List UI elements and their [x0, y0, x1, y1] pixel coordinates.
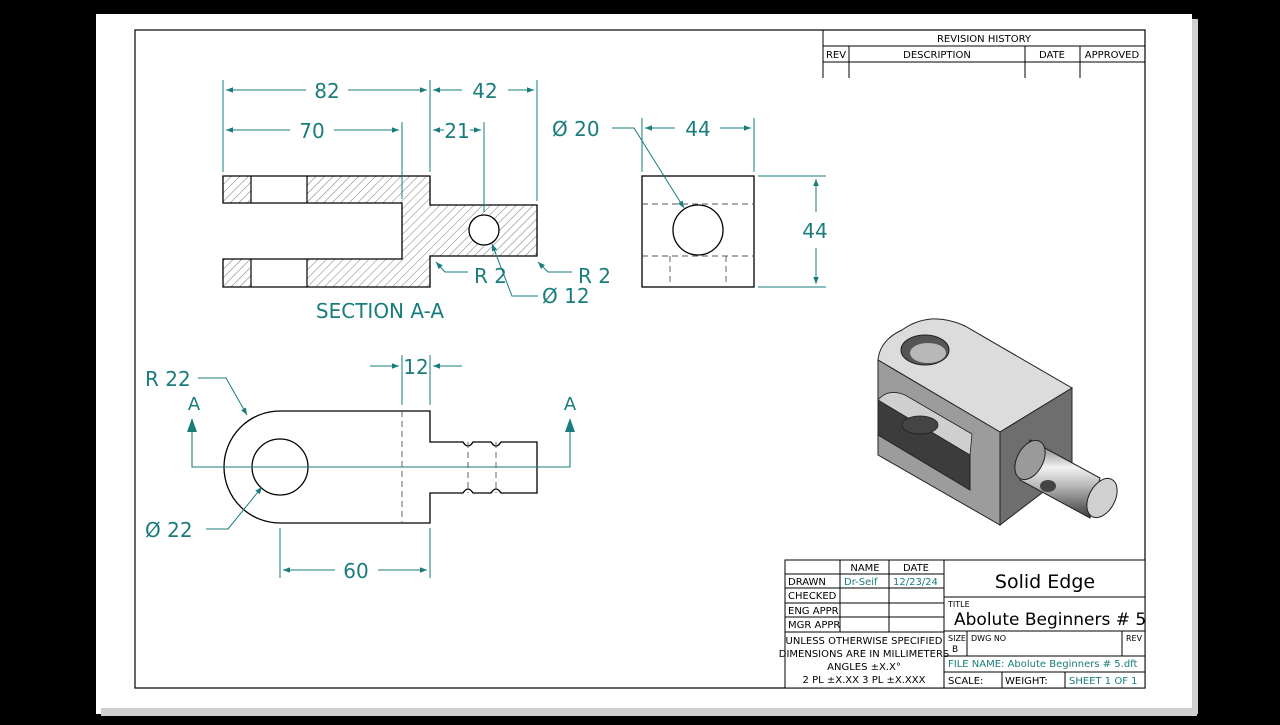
drawing-border: [134, 29, 1146, 689]
rev-header: REV: [826, 50, 846, 61]
tb-name-header: NAME: [850, 563, 879, 574]
description-header: DESCRIPTION: [903, 50, 971, 61]
tb-dwg-no-label: DWG NO: [971, 634, 1006, 643]
end-view-hole: [672, 204, 724, 256]
section-view: 82 42 70 21 R 2 R 2 Ø 12 SECTION A-A: [222, 79, 611, 323]
dim-eye-radius: R 22: [145, 367, 191, 391]
tb-size-value: B: [952, 645, 958, 655]
tb-note-1: UNLESS OTHERWISE SPECIFIED: [786, 636, 943, 647]
tb-drawn-name: Dr-Seif: [844, 577, 878, 588]
tb-rev-label: REV: [1126, 634, 1143, 643]
section-mark-right: A: [564, 394, 577, 415]
tb-note-2: DIMENSIONS ARE IN MILLIMETERS: [779, 649, 949, 660]
end-view: 44 44 Ø 20: [552, 117, 828, 288]
tb-checked-label: CHECKED: [788, 591, 837, 602]
tb-size-label: SIZE: [948, 634, 966, 643]
top-view: A A 12 60 R 22 Ø 22: [145, 355, 577, 583]
section-outline: [222, 175, 538, 288]
tb-title-label: TITLE: [947, 600, 970, 609]
dim-shank-length: 42: [472, 79, 497, 103]
tb-sheet: SHEET 1 OF 1: [1069, 676, 1138, 687]
dim-slot-depth: 70: [299, 119, 324, 143]
tb-drawn-label: DRAWN: [788, 577, 826, 588]
dim-fillet-left: R 2: [474, 264, 507, 288]
isometric-view: [877, 318, 1118, 527]
section-mark-left: A: [188, 394, 201, 415]
section-cross-hole: [468, 214, 500, 246]
revision-block: REVISION HISTORY REV DESCRIPTION DATE AP…: [822, 30, 1145, 78]
dim-top-length: 60: [343, 559, 368, 583]
tb-drawing-title: Abolute Beginners # 5: [954, 610, 1146, 630]
tb-drawn-date: 12/23/24: [893, 577, 938, 588]
tb-file-name: FILE NAME: Abolute Beginners # 5.dft: [948, 659, 1138, 670]
tb-eng-appr-label: ENG APPR: [788, 606, 839, 617]
dim-hole-position: 21: [444, 119, 469, 143]
tb-company: Solid Edge: [995, 571, 1095, 593]
tb-date-header: DATE: [903, 563, 929, 574]
revision-history-title: REVISION HISTORY: [937, 34, 1032, 45]
date-header: DATE: [1039, 50, 1065, 61]
tb-scale-label: SCALE:: [948, 676, 983, 687]
tb-note-3: ANGLES ±X.X°: [827, 662, 901, 673]
dim-end-width: 44: [685, 117, 710, 141]
tb-weight-label: WEIGHT:: [1005, 676, 1048, 687]
dim-end-height: 44: [802, 219, 827, 243]
title-block: NAME DATE DRAWN Dr-Seif 12/23/24 CHECKED…: [779, 559, 1146, 689]
tb-mgr-appr-label: MGR APPR: [788, 620, 840, 631]
tb-note-4: 2 PL ±X.XX 3 PL ±X.XXX: [803, 675, 926, 686]
end-view-outline: [641, 175, 755, 288]
approved-header: APPROVED: [1085, 50, 1140, 61]
top-view-outline: [223, 410, 538, 524]
dim-fillet-right: R 2: [578, 264, 611, 288]
dim-overall-length: 82: [314, 79, 339, 103]
section-label: SECTION A-A: [316, 299, 444, 323]
dim-groove-width: 12: [403, 355, 428, 379]
dim-eye-hole-diameter: Ø 22: [145, 518, 193, 542]
dim-cross-hole-diameter: Ø 12: [542, 284, 590, 308]
dim-end-hole-diameter: Ø 20: [552, 117, 600, 141]
